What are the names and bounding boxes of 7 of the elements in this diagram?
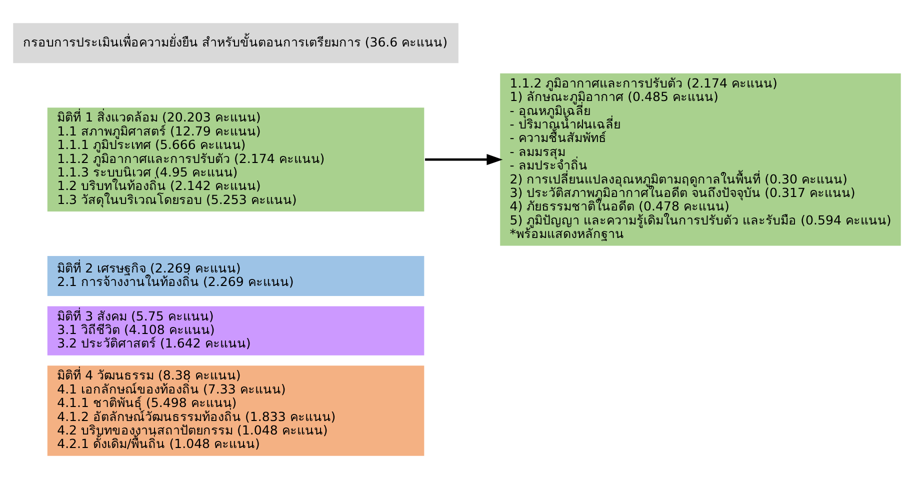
node-box: มิติที่ 2 เศรษฐกิจ (2.269 คะแนน) 2.1 การจ้างงานในท้องถิ่น (2.269 คะแนน) (46, 254, 426, 298)
node-box: มิติที่ 1 สิ่งแวดล้อม (20.203 คะแนน) 1.1 สภาพภูมิศาสตร์ (12.79 คะแนน) 1.1.1 ภูมิประเทศ (5.666 คะแนน) 1.1.2 ภูมิอากาศและการปรับตัว (2.174 คะแนน) 1.1.3 ระบบนิเวศ (4.95 คะแนน) 1.2 บริบทในท้องถิ่น (2.142 คะแนน) 1.3 วัสดุในบริเวณโดยรอบ (5.253 คะแนน) (46, 106, 426, 213)
arrow (425, 154, 503, 166)
node-box: 1.1.2 ภูมิอากาศและการปรับตัว (2.174 คะแนน) 1) ลักษณะภูมิอากาศ (0.485 คะแนน) - อุณหภูมิเฉลี่ย - ปริมาณน้ำฝนเฉลี่ย - ความชื้นสัมพัทธ์ - ลมมรสุม - ลมประจำถิ่น 2) การเปลี่ยนแปลงอุณหภูมิตามฤดูกาลในพื้นที่ (0.30 คะแนน) 3) ประวัติสภาพภูมิอากาศในอดีต จนถึงปัจจุบัน (0.317 คะแนน) 4) ภัยธรรมชาติในอดีต (0.478 คะแนน) 5) ภูมิปัญญา และความรู้เดิมในการปรับตัว และรับมือ (0.594 คะแนน) *พร้อมแสดงหลักฐาน (498, 72, 902, 247)
node-box: มิติที่ 4 วัฒนธรรม (8.38 คะแนน) 4.1 เอกลักษณ์ของท้องถิ่น (7.33 คะแนน) 4.1.1 ชาติพันธุ์ (5.498 คะแนน) 4.1.2 อัตลักษณ์วัฒนธรรมท้องถิ่น (1.833 คะแนน) 4.2 บริบทของงานสถาปัตยกรรม (1.048 คะแนน) 4.2.1 ดั้งเดิม/พื้นถิ่น (1.048 คะแนน) (46, 364, 426, 457)
node-box: กรอบการประเมินเพื่อความยั่งยืน สำหรับขั้นตอนการเตรียมการ (36.6 คะแนน) (12, 22, 460, 64)
node-box: มิติที่ 3 สังคม (5.75 คะแนน) 3.1 วิถีชีวิต (4.108 คะแนน) 3.2 ประวัติศาสตร์ (1.642 คะแนน) (46, 305, 426, 357)
